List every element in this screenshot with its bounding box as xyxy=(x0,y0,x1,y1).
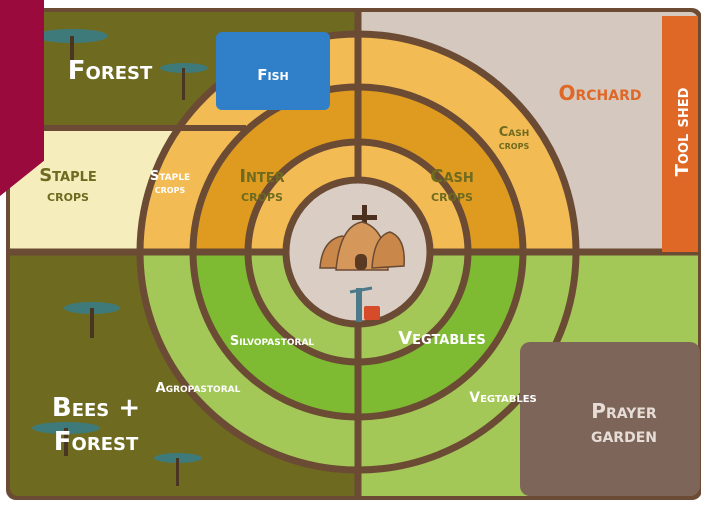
forest-label: Forest xyxy=(68,56,153,86)
fish-pond xyxy=(216,32,330,110)
agropastoral-label: Agropastoral xyxy=(156,381,241,396)
tool-shed-zone xyxy=(662,16,698,252)
bookmark-ribbon-icon xyxy=(0,0,44,196)
cash-crops-inner-label-1: Cash xyxy=(430,166,474,187)
prayer-garden-zone xyxy=(520,342,700,496)
acacia-tree-icon xyxy=(32,422,100,456)
acacia-tree-icon xyxy=(64,302,120,338)
bees-forest-label-2: Forest xyxy=(54,427,139,457)
staple-crops-inner-label-1: Staple xyxy=(150,169,190,184)
cash-crops-outer-label-2: crops xyxy=(499,139,530,152)
silvopastoral-label: Silvopastoral xyxy=(230,334,315,349)
staple-crops-outer-label-1: Staple xyxy=(39,165,97,186)
orchard-label: Orchard xyxy=(558,81,641,105)
bees-forest-label-1: Bees + xyxy=(52,393,140,423)
staple-crops-inner-label-2: crops xyxy=(155,183,186,196)
cash-crops-outer-label-1: Cash xyxy=(499,125,530,140)
inter-crops-label-2: crops xyxy=(241,186,283,205)
fish-label: Fish xyxy=(257,66,288,84)
acacia-tree-icon xyxy=(154,453,202,486)
tool-shed-label: Tool shed xyxy=(672,87,693,176)
acacia-tree-icon xyxy=(160,63,208,100)
cash-crops-inner-label-2: crops xyxy=(431,186,473,205)
inter-crops-label-1: Inter xyxy=(239,166,284,187)
water-pump-icon xyxy=(349,286,380,322)
huts-icon xyxy=(319,221,405,271)
vegetables-inner-label: Vegtables xyxy=(398,328,486,349)
staple-crops-outer-label-2: crops xyxy=(47,186,89,205)
prayer-garden-label-2: garden xyxy=(591,423,657,447)
prayer-garden-label-1: Prayer xyxy=(591,399,657,423)
acacia-tree-icon xyxy=(36,29,108,66)
vegetables-outer-label: Vegtables xyxy=(469,390,537,406)
